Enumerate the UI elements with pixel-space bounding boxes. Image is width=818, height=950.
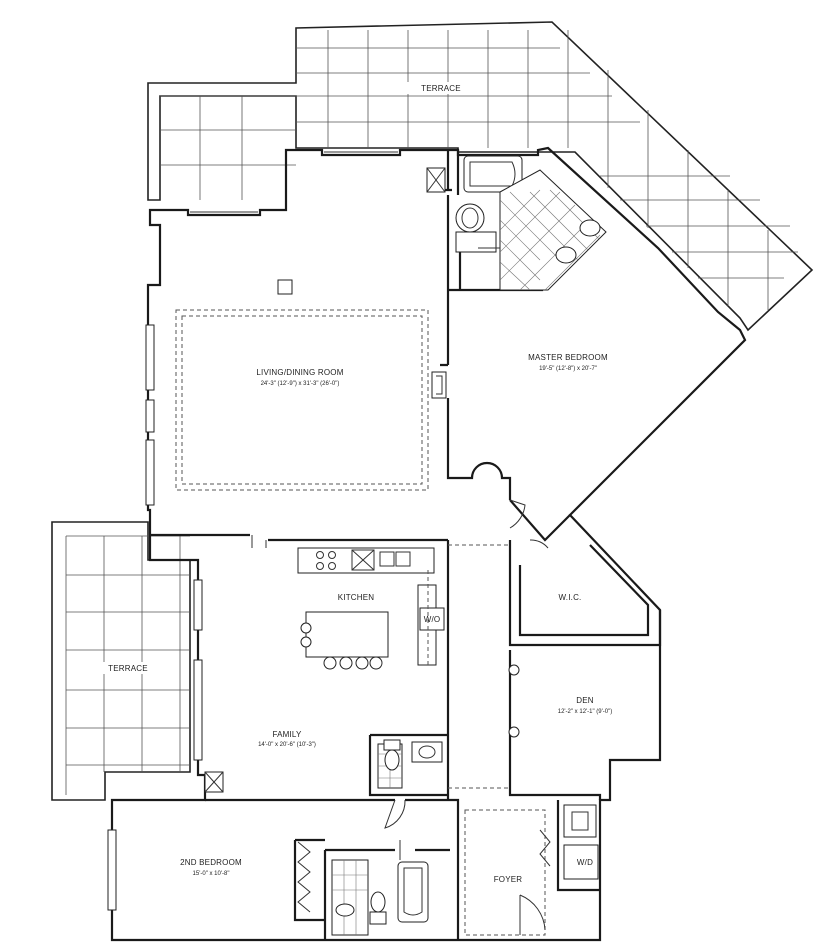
- laundry-fixtures: W/D: [464, 804, 599, 936]
- living-ceiling-outline: [175, 309, 429, 491]
- master-label: MASTER BEDROOM: [528, 353, 608, 362]
- exterior-walls: [110, 146, 747, 942]
- terrace-top-label: TERRACE: [421, 84, 461, 93]
- terrace-left-label: TERRACE: [108, 664, 148, 673]
- wo-label: W/O: [424, 615, 441, 624]
- bedroom2-dims: 15'-0" x 10'-8": [193, 871, 230, 877]
- windows: [107, 151, 398, 911]
- bedroom2-label: 2ND BEDROOM: [180, 858, 242, 867]
- wd-label: W/D: [577, 858, 593, 867]
- ensuite-fixtures: [455, 155, 607, 291]
- terrace-top: TERRACE: [147, 21, 814, 332]
- master-dims: 19'-5" (12'-8") x 20'-7": [539, 366, 597, 372]
- den-label: DEN: [576, 696, 594, 705]
- room-labels: LIVING/DINING ROOM 24'-3" (12'-9") x 31'…: [180, 353, 612, 884]
- foyer-label: FOYER: [494, 875, 523, 884]
- terrace-left: TERRACE: [51, 521, 191, 801]
- wic-label: W.I.C.: [559, 593, 582, 602]
- den-dims: 12'-2" x 12'-1" (9'-0"): [558, 709, 613, 715]
- living-dims: 24'-3" (12'-9") x 31'-3" (26'-0"): [261, 381, 340, 387]
- kitchen-fixtures: W/O: [297, 544, 520, 789]
- bath2-fixtures: [331, 859, 429, 936]
- doors: [251, 499, 551, 935]
- family-bath-fixtures: [377, 739, 443, 789]
- family-dims: 14'-0" x 20'-6" (10'-3"): [258, 742, 316, 748]
- kitchen-label: KITCHEN: [338, 593, 375, 602]
- living-label: LIVING/DINING ROOM: [256, 368, 343, 377]
- shafts: [204, 167, 447, 793]
- family-label: FAMILY: [272, 730, 302, 739]
